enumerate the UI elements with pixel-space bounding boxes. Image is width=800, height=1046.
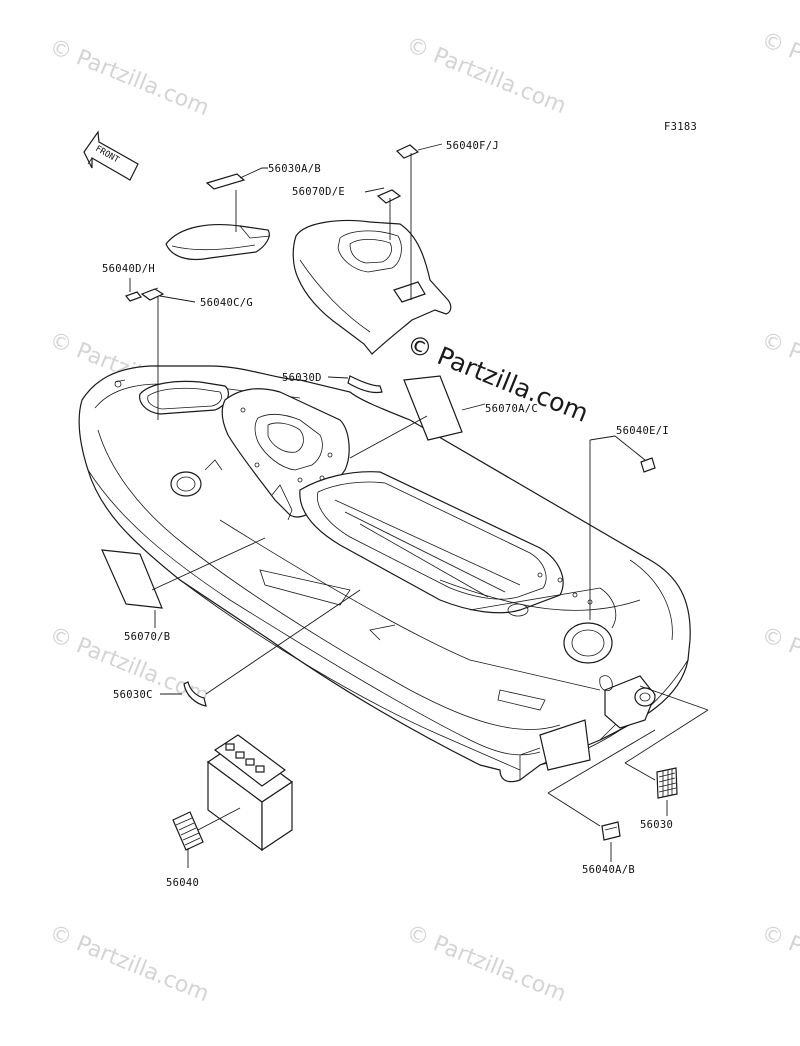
watermark-faint: © Partzilla.com xyxy=(758,920,800,1007)
watermark-faint: © Partzilla.com xyxy=(758,622,800,709)
part-label-56040d-h: 56040D/H xyxy=(102,263,155,275)
part-labels: 56030A/B 56040F/J 56070D/E 56040D/H 5604… xyxy=(102,140,673,889)
leader-lines xyxy=(129,143,709,868)
part-label-56040f-j: 56040F/J xyxy=(446,140,499,152)
watermark-faint: © Partzilla.com xyxy=(758,327,800,414)
battery-illustration xyxy=(206,734,294,852)
front-arrow-icon: FRONT xyxy=(83,130,139,181)
decal-shapes xyxy=(101,144,678,851)
part-label-56030: 56030 xyxy=(640,819,673,831)
part-label-56070-b: 56070/B xyxy=(124,631,170,643)
part-label-56070a-c: 56070A/C xyxy=(485,403,538,415)
part-label-56030c: 56030C xyxy=(113,689,153,701)
figure-code: F3183 xyxy=(664,121,697,133)
part-label-56040a-b: 56040A/B xyxy=(582,864,635,876)
part-label-56070d-e: 56070D/E xyxy=(292,186,345,198)
part-label-56040: 56040 xyxy=(166,877,199,889)
part-label-56030d: 56030D xyxy=(282,372,322,384)
watermark-faint: © Partzilla.com xyxy=(46,34,213,121)
part-label-56040e-i: 56040E/I xyxy=(616,425,669,437)
watermark-faint: © Partzilla.com xyxy=(403,32,570,119)
hull-illustration xyxy=(78,365,691,783)
watermark-faint: © Partzilla.com xyxy=(46,920,213,1007)
watermark-faint: © Partzilla.com xyxy=(403,920,570,1007)
part-label-56030a-b: 56030A/B xyxy=(268,163,321,175)
part-label-56040c-g: 56040C/G xyxy=(200,297,253,309)
hatch-cover-illustration xyxy=(165,224,271,261)
watermark-faint: © Partzilla.com xyxy=(758,27,800,114)
